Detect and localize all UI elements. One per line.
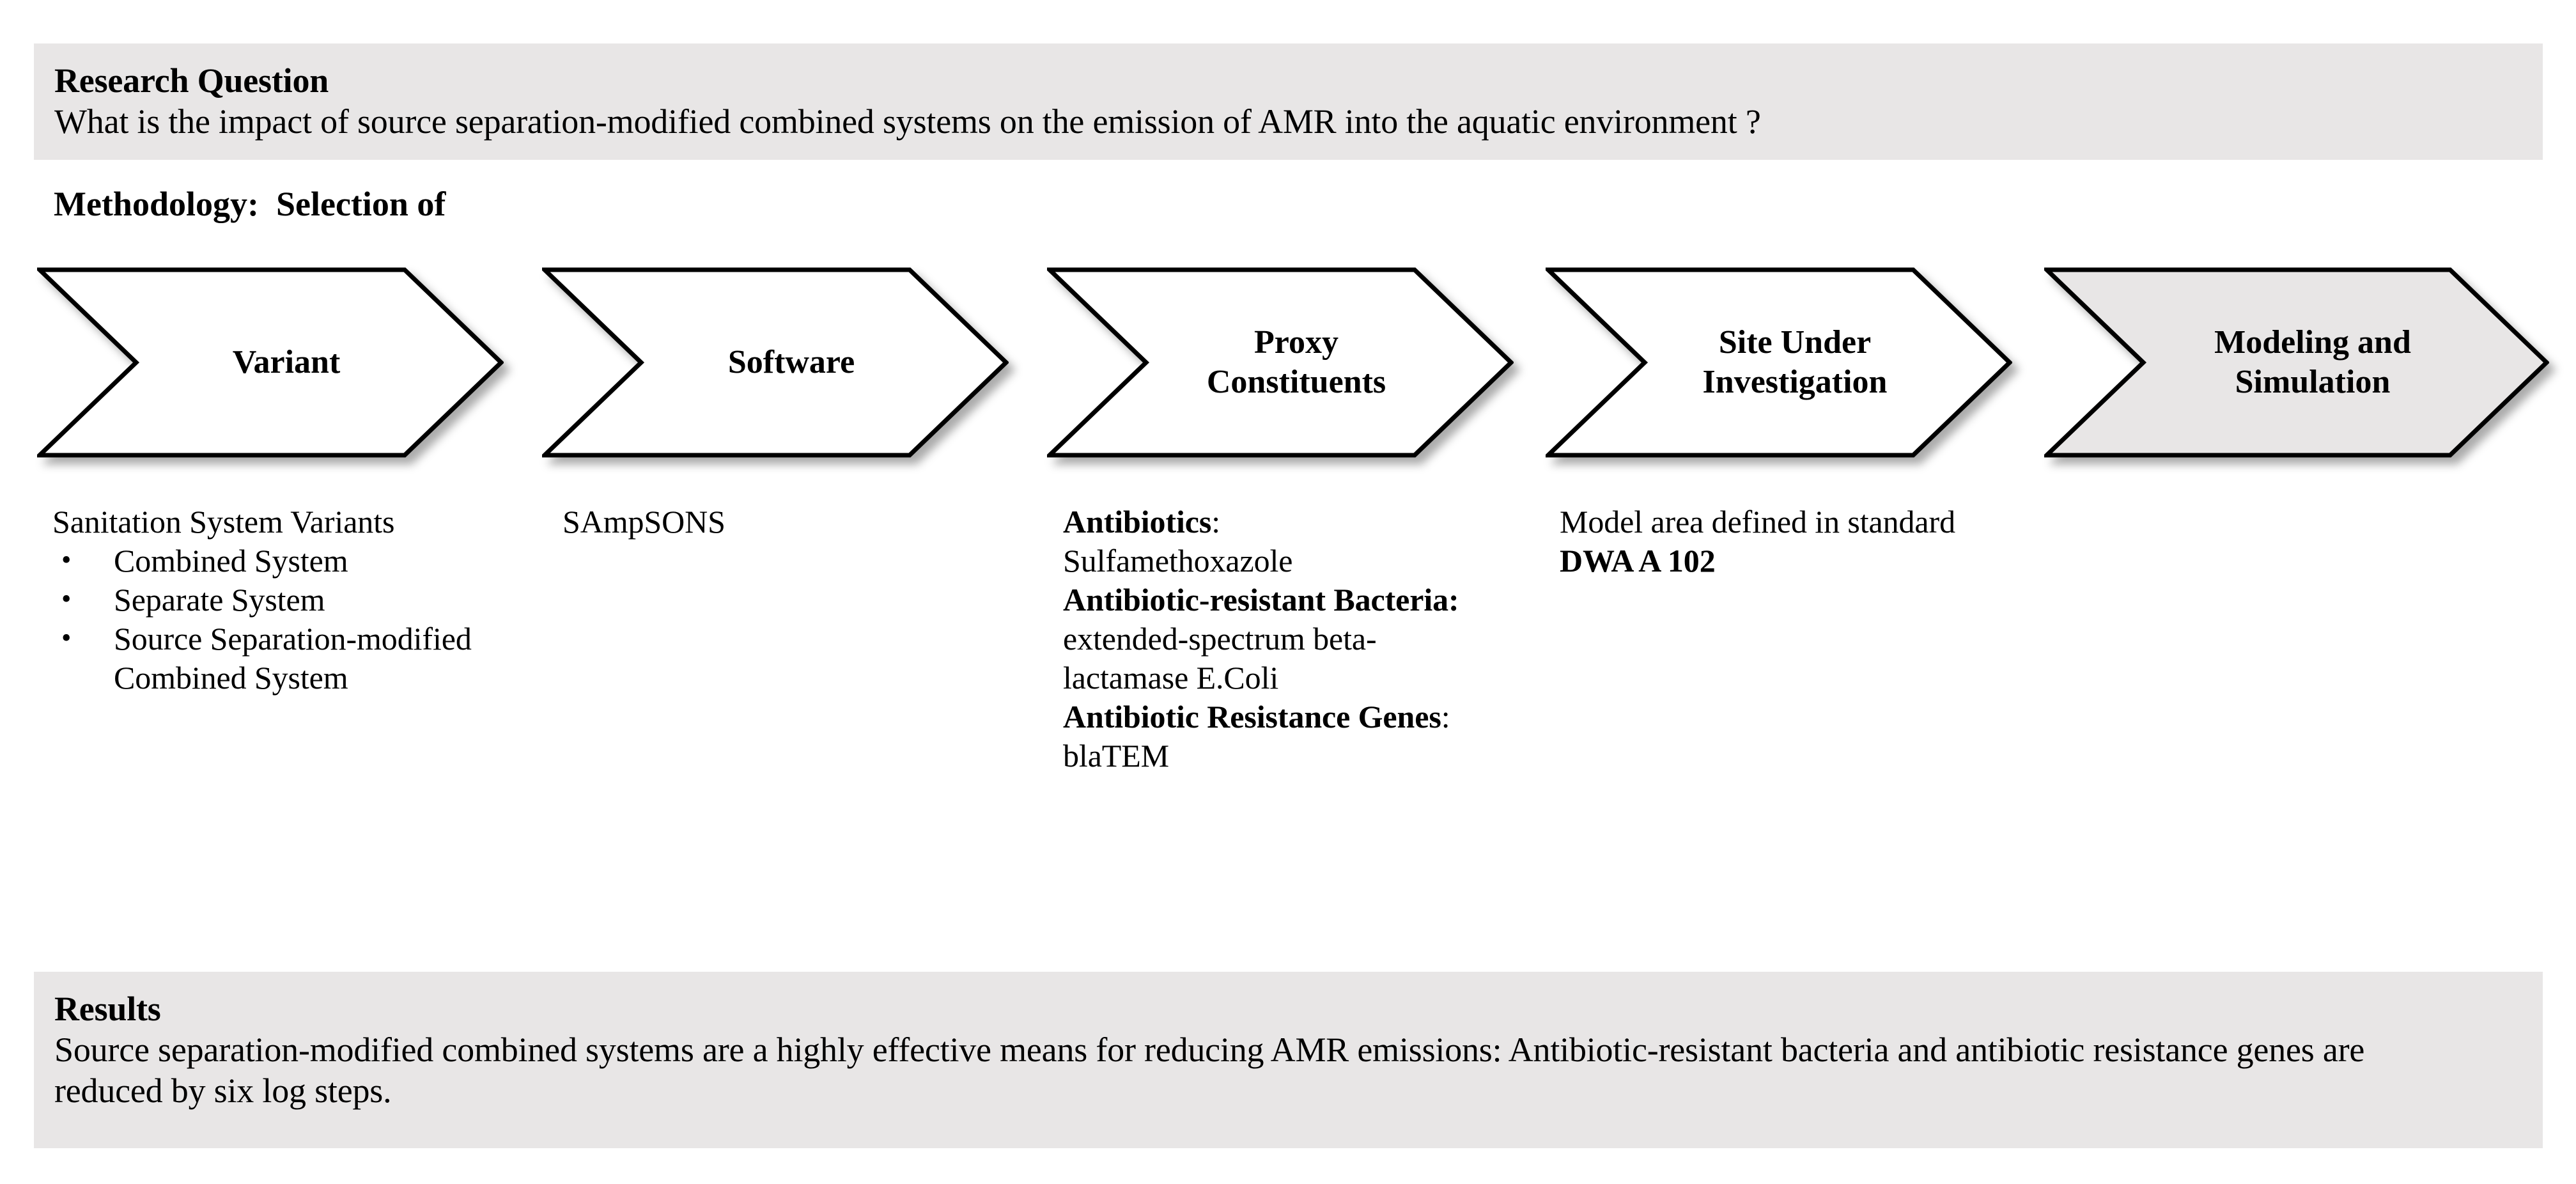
chevron-label: Variant <box>232 344 341 380</box>
chevron-shape-icon <box>542 267 1009 458</box>
chevron-step-variant[interactable]: Variant <box>37 267 504 458</box>
chevron-step-site-under-investigation[interactable]: Site Under Investigation <box>1546 267 2012 458</box>
results-band: Results Source separation-modified combi… <box>34 972 2543 1148</box>
results-title: Results <box>54 990 161 1028</box>
bullet-icon: • <box>61 622 72 653</box>
chevron-step-modeling-and-simulation[interactable]: Modeling and Simulation <box>2044 267 2549 458</box>
proxy-antibiotics-value: Sulfamethoxazole <box>1063 543 1293 579</box>
chevron-label: Modeling and Simulation <box>2214 324 2411 400</box>
list-item: • Combined System <box>52 541 525 580</box>
list-item-label: Source Separation-modified Combined Syst… <box>114 621 472 696</box>
bullet-icon: • <box>61 583 72 614</box>
proxy-antibiotics: Antibiotics: <box>1063 502 1485 541</box>
chevron-label: Proxy Constituents <box>1206 324 1386 400</box>
caption-column-site: Model area defined in standard DWA A 102 <box>1560 502 1956 580</box>
site-model-area-text: Model area defined in standard <box>1560 504 1955 540</box>
list-item-label: Combined System <box>114 543 348 579</box>
chevron-step-software[interactable]: Software <box>542 267 1009 458</box>
caption-intro: Sanitation System Variants <box>52 504 395 540</box>
chevron-shape-icon <box>1047 267 1514 458</box>
site-standard-code: DWA A 102 <box>1560 543 1716 579</box>
bullet-icon: • <box>61 544 72 575</box>
proxy-arg: Antibiotic Resistance Genes: blaTEM <box>1063 697 1485 775</box>
proxy-antibiotics-label: Antibiotics <box>1063 504 1212 540</box>
methodology-heading: Methodology: Selection of <box>54 185 446 223</box>
list-item-label: Separate System <box>114 582 325 618</box>
list-item: • Separate System <box>52 580 525 619</box>
research-question-text: What is the impact of source separation-… <box>54 102 1761 141</box>
proxy-arg-label: Antibiotic Resistance Genes <box>1063 699 1441 735</box>
list-item: • Source Separation-modified Combined Sy… <box>52 619 525 697</box>
chevron-shape-icon <box>37 267 504 458</box>
software-name: SAmpSONS <box>563 504 725 540</box>
proxy-arb: Antibiotic-resistant Bacteria: extended-… <box>1063 580 1485 697</box>
methodology-chevron-row: Variant Software Proxy Constituents Site… <box>0 267 2576 459</box>
chevron-label: Site Under Investigation <box>1702 324 1888 400</box>
chevron-label: Software <box>727 344 855 380</box>
chevron-step-proxy-constituents[interactable]: Proxy Constituents <box>1047 267 1514 458</box>
proxy-arb-label: Antibiotic-resistant Bacteria: <box>1063 582 1459 618</box>
research-question-title: Research Question <box>54 61 329 100</box>
proxy-arg-colon: : <box>1441 699 1450 735</box>
results-text: Source separation-modified combined syst… <box>54 1031 2365 1110</box>
chevron-shape-icon <box>1546 267 2012 458</box>
proxy-arb-value: extended-spectrum beta-lactamase E.Coli <box>1063 582 1467 696</box>
caption-column-software: SAmpSONS <box>563 502 1010 541</box>
variant-list: • Combined System • Separate System • So… <box>52 541 525 697</box>
caption-column-proxy-constituents: Antibiotics: Sulfamethoxazole Antibiotic… <box>1063 502 1485 775</box>
proxy-antibiotics-colon: : <box>1211 504 1221 540</box>
caption-column-variant: Sanitation System Variants • Combined Sy… <box>52 502 525 697</box>
chevron-shape-icon <box>2044 267 2549 458</box>
research-question-band: Research Question What is the impact of … <box>34 43 2543 160</box>
proxy-arg-value: blaTEM <box>1063 699 1458 774</box>
